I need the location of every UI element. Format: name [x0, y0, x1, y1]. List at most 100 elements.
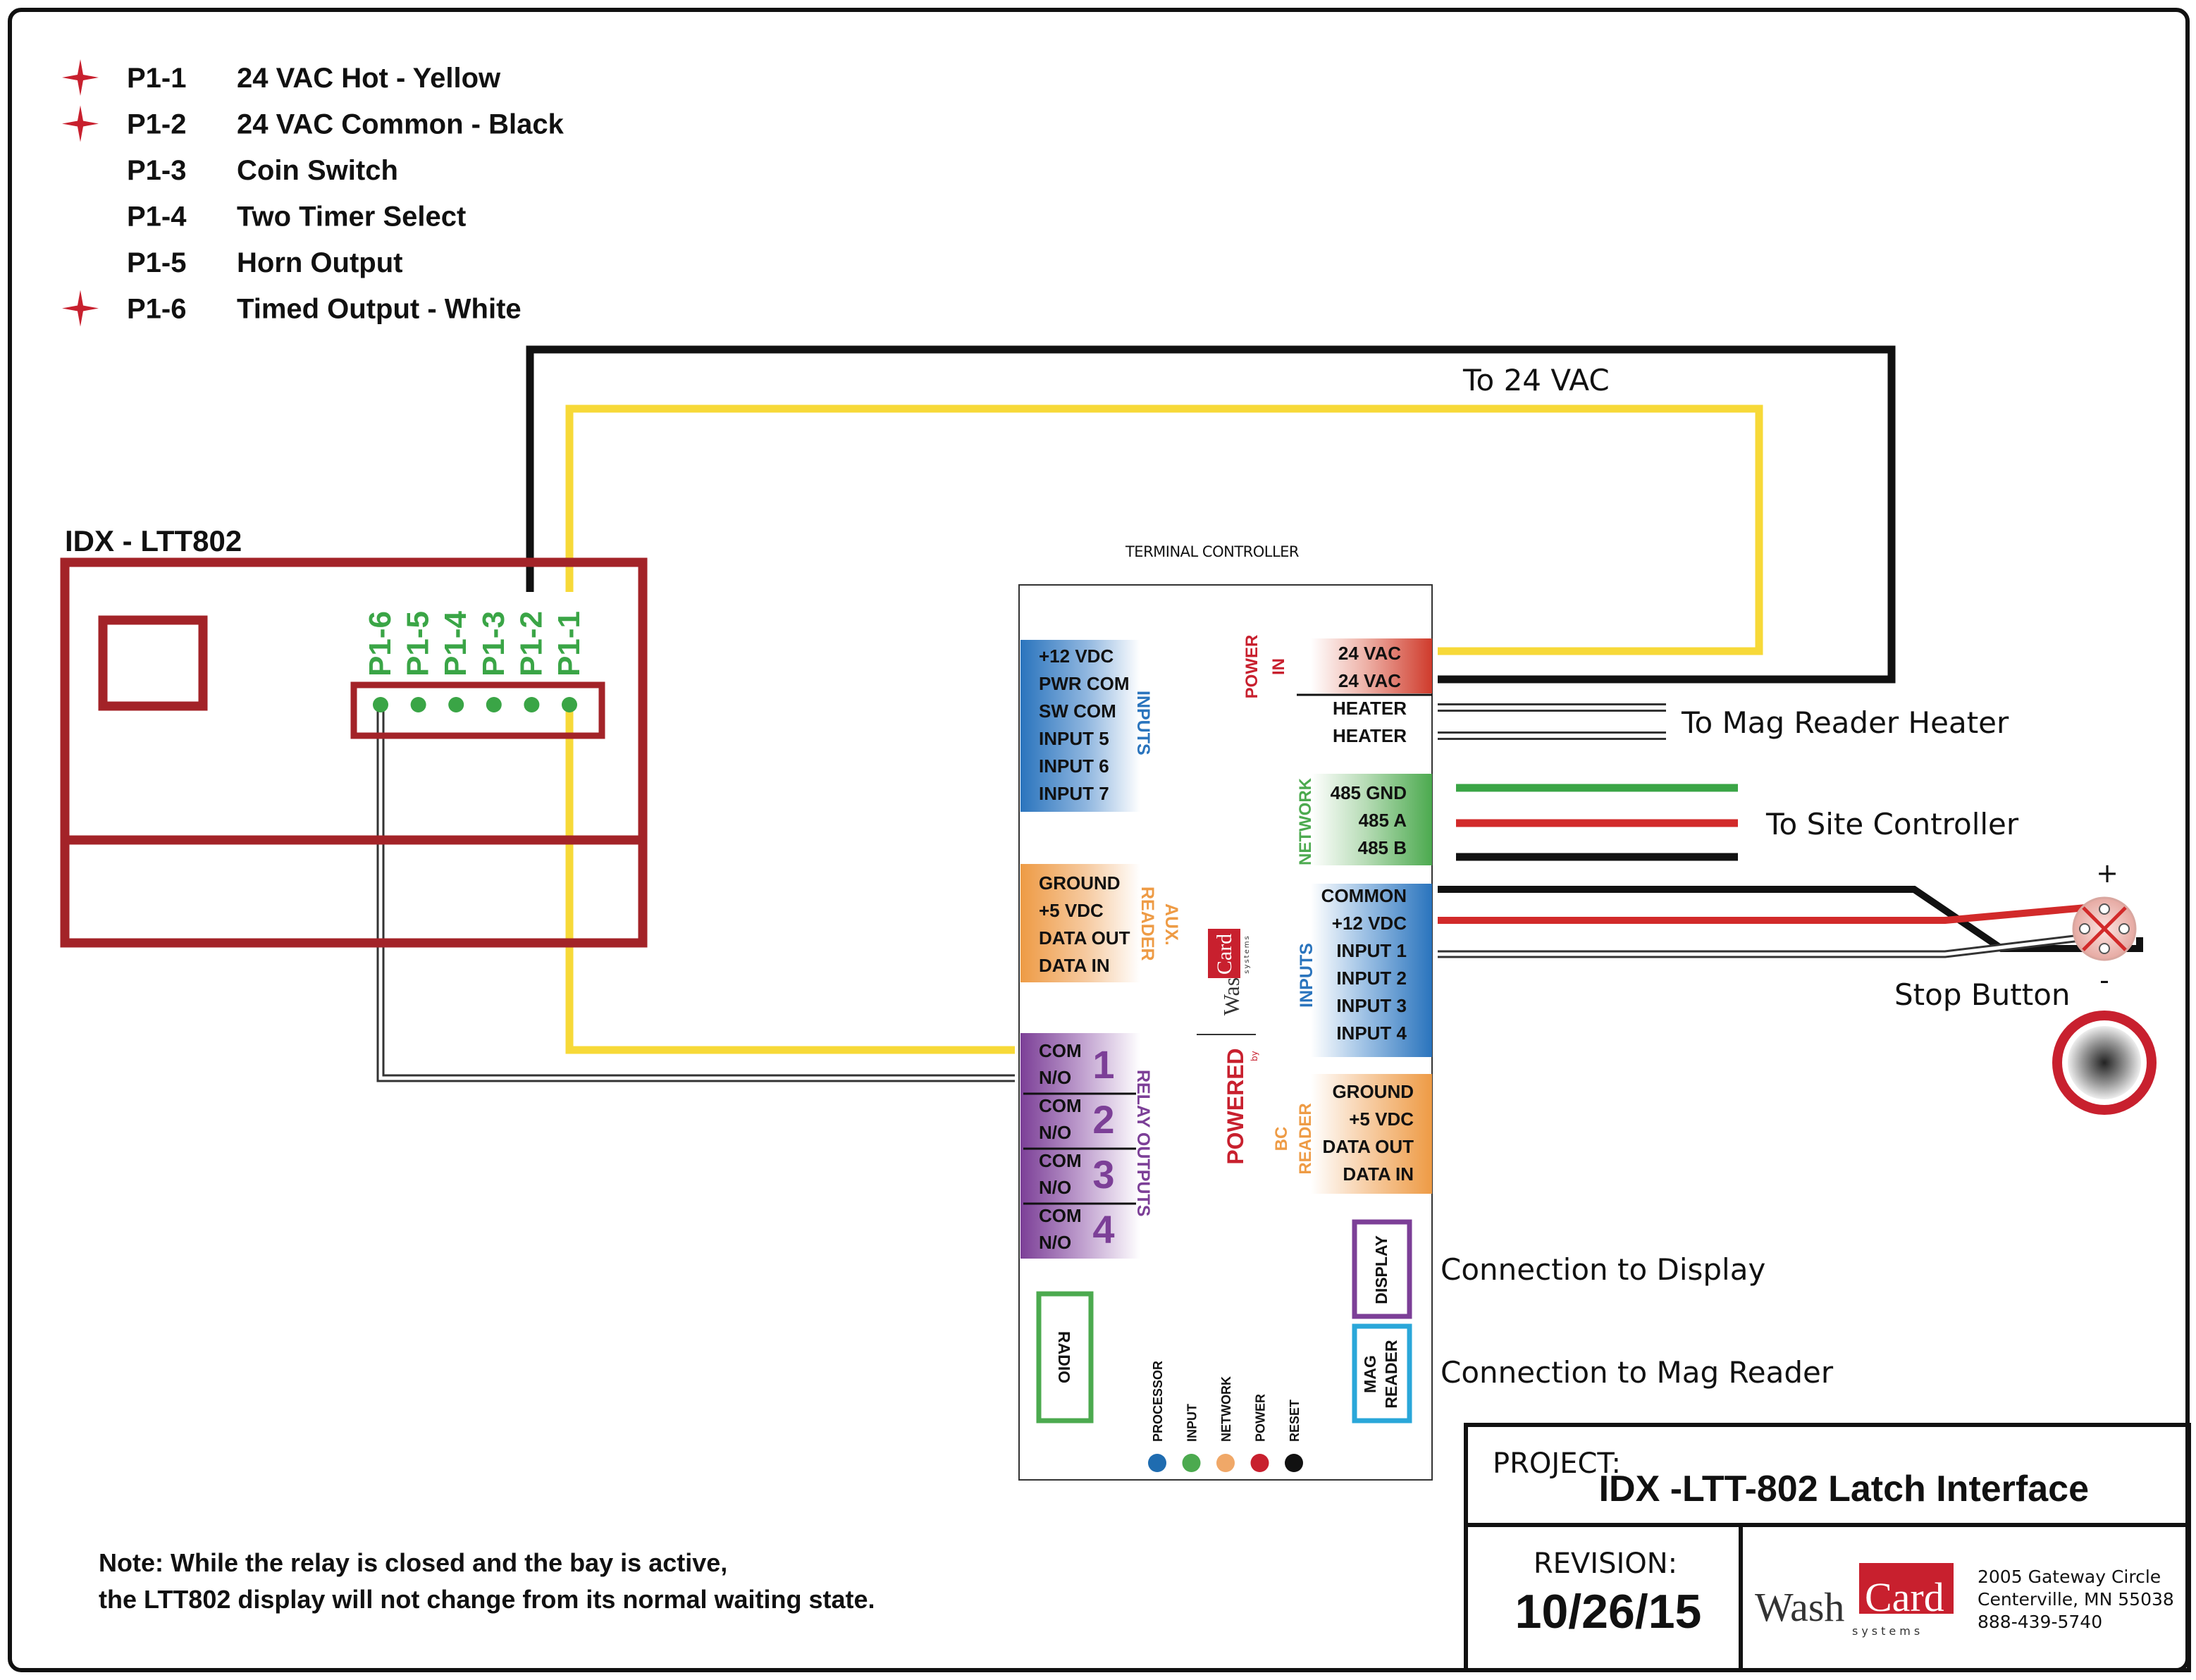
- inputs-left-label: INPUTS: [1133, 691, 1153, 755]
- svg-text:POWERED: POWERED: [1223, 1048, 1248, 1164]
- red-star-marker: [62, 59, 99, 96]
- status-led: [1182, 1454, 1201, 1472]
- white-wire-relay: [376, 705, 1015, 1082]
- terminal-label: DATA IN: [1343, 1163, 1414, 1185]
- heater-wires: [1438, 703, 1666, 740]
- svg-text:Card: Card: [1865, 1574, 1944, 1620]
- svg-text:systems: systems: [1852, 1624, 1923, 1638]
- status-led: [1216, 1454, 1235, 1472]
- terminal-label: 485 A: [1359, 810, 1407, 831]
- svg-text:by: by: [1250, 1051, 1259, 1061]
- terminal-label: INPUT 4: [1336, 1023, 1407, 1044]
- legend-pin: P1-2: [127, 109, 187, 140]
- legend-pin: P1-5: [127, 247, 187, 278]
- relay-number: 2: [1092, 1097, 1114, 1142]
- status-led: [1148, 1454, 1166, 1472]
- relay-no-label: N/O: [1039, 1232, 1071, 1253]
- mag-reader-connector: [1352, 1323, 1412, 1423]
- terminal-label: INPUT 2: [1336, 968, 1407, 989]
- device-pin-dot: [486, 697, 502, 712]
- stop-minus-sign: -: [2099, 965, 2109, 996]
- svg-text:systems: systems: [1243, 934, 1251, 973]
- mag-connector-label-2: READER: [1382, 1340, 1400, 1409]
- address-line-1: 2005 Gateway Circle: [1978, 1567, 2161, 1587]
- address-line-2: Centerville, MN 55038: [1978, 1589, 2174, 1610]
- power-label-1: POWER: [1242, 635, 1262, 699]
- terminal-label: 24 VAC: [1338, 643, 1401, 664]
- network-label: NETWORK: [1296, 777, 1315, 865]
- radio-label: RADIO: [1055, 1331, 1073, 1383]
- legend-desc: Horn Output: [237, 247, 403, 278]
- relay-com-label: COM: [1039, 1150, 1082, 1171]
- device-pin-label: P1-4: [438, 611, 473, 677]
- device-pin-label: P1-2: [514, 611, 548, 677]
- device-pin-label: P1-1: [552, 611, 586, 677]
- device-body: [60, 557, 648, 948]
- project-name: IDX -LTT-802 Latch Interface: [1599, 1469, 2089, 1509]
- label-to-site-controller: To Site Controller: [1765, 807, 2019, 841]
- device-pin-dot: [410, 697, 426, 712]
- powered-by-logo: POWERED by Wash Card systems: [1197, 929, 1259, 1165]
- terminal-label: INPUT 7: [1039, 783, 1109, 804]
- terminal-label: +12 VDC: [1039, 646, 1114, 667]
- aux-label-1: AUX.: [1161, 903, 1181, 946]
- inputs-right-label: INPUTS: [1297, 943, 1316, 1008]
- relay-com-label: COM: [1039, 1040, 1082, 1061]
- wires: [376, 345, 2143, 1082]
- led-label: NETWORK: [1219, 1376, 1233, 1442]
- network-wires: [1456, 784, 1738, 861]
- terminal-label: INPUT 1: [1336, 940, 1407, 961]
- terminal-label: COMMON: [1321, 885, 1407, 906]
- stop-plus-sign: +: [2096, 858, 2118, 889]
- led-label: POWER: [1254, 1394, 1268, 1442]
- device-pin-label: P1-5: [401, 611, 436, 677]
- terminal-label: +5 VDC: [1349, 1108, 1414, 1130]
- device-pin-dot: [373, 697, 388, 712]
- legend-desc: Coin Switch: [237, 155, 398, 186]
- device-pin-label: P1-6: [363, 611, 397, 677]
- terminal-label: INPUT 3: [1336, 995, 1407, 1016]
- terminal-label: 485 B: [1358, 837, 1407, 858]
- yellow-wire-relay: [565, 705, 1015, 1054]
- controller-title: TERMINAL CONTROLLER: [1125, 543, 1299, 560]
- washcard-logo: Wash Card systems: [1755, 1563, 1954, 1638]
- device-pin-dot: [562, 697, 577, 712]
- relay-com-label: COM: [1039, 1095, 1082, 1116]
- note-line-1: Note: While the relay is closed and the …: [99, 1548, 727, 1577]
- led-label: INPUT: [1185, 1404, 1199, 1442]
- label-stop-button: Stop Button: [1894, 977, 2071, 1012]
- phone-number: 888-439-5740: [1978, 1612, 2102, 1632]
- device-display-window: [98, 615, 208, 711]
- label-to-24vac: To 24 VAC: [1462, 363, 1610, 397]
- outer-frame: [8, 8, 2190, 1672]
- legend-pin: P1-3: [127, 155, 187, 186]
- terminal-label: 485 GND: [1331, 782, 1407, 803]
- mag-connector-label-1: MAG: [1361, 1355, 1379, 1393]
- svg-text:Wash: Wash: [1755, 1584, 1844, 1630]
- led-label: PROCESSOR: [1151, 1361, 1165, 1442]
- bc-label-1: BC: [1272, 1127, 1291, 1151]
- power-label-2: IN: [1269, 658, 1288, 675]
- relay-no-label: N/O: [1039, 1067, 1071, 1088]
- legend-desc: Two Timer Select: [237, 202, 466, 233]
- legend-desc: 24 VAC Common - Black: [237, 109, 565, 140]
- stop-button-icon: [2052, 1011, 2157, 1115]
- bc-label-2: READER: [1296, 1103, 1315, 1174]
- terminal-label: GROUND: [1039, 872, 1121, 894]
- device-pin-label: P1-3: [476, 611, 511, 677]
- status-led: [1250, 1454, 1269, 1472]
- terminal-label: 24 VAC: [1338, 670, 1401, 691]
- red-star-marker: [62, 290, 99, 327]
- terminal-label: +12 VDC: [1332, 913, 1407, 934]
- legend-pin: P1-6: [127, 294, 187, 325]
- yellow-wire-24vac: [565, 404, 1763, 655]
- terminal-label: DATA OUT: [1039, 927, 1130, 949]
- label-to-heater: To Mag Reader Heater: [1681, 705, 2009, 740]
- legend-pin: P1-1: [127, 63, 187, 94]
- display-connector: [1352, 1219, 1412, 1319]
- revision-date: 10/26/15: [1515, 1585, 1702, 1638]
- stop-button-switch: + -: [2072, 858, 2137, 996]
